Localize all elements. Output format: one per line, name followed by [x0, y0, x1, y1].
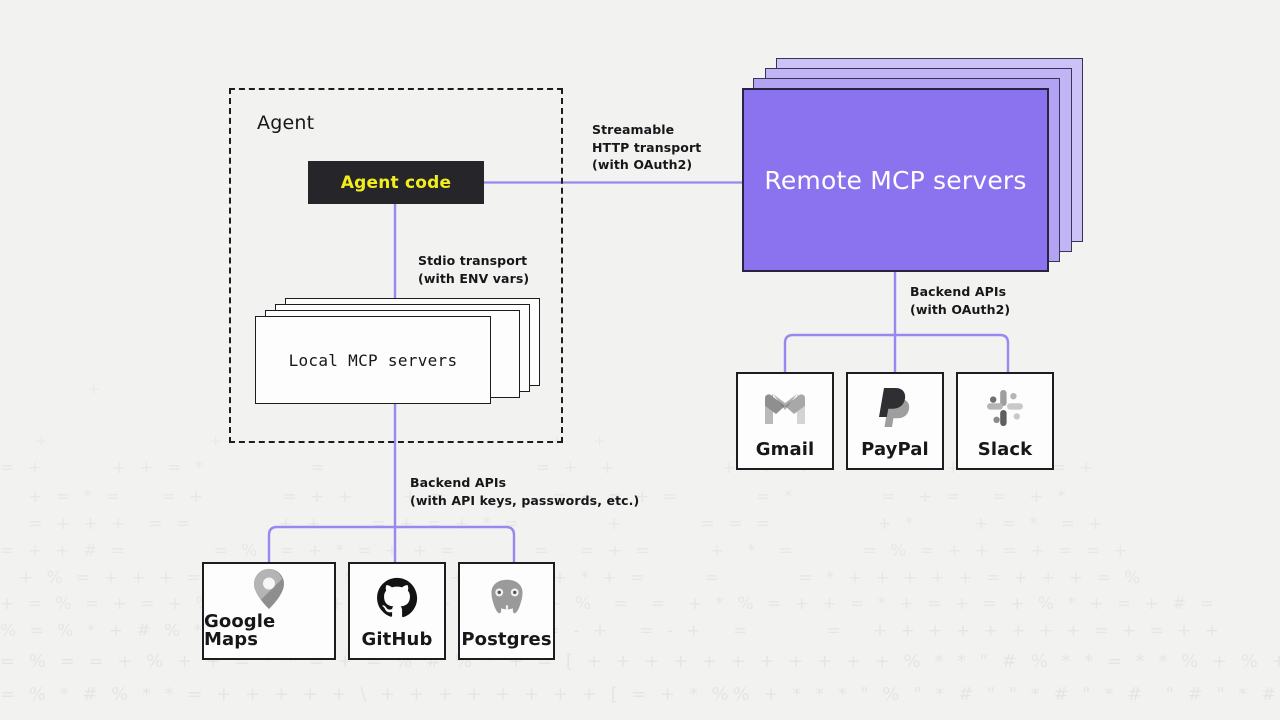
watermark-row: + + + +: [0, 432, 610, 450]
watermark-row: + % = + + + = + = + * = % = + = = + * + …: [0, 568, 1145, 588]
remote-stack-front: Remote MCP servers: [742, 88, 1049, 272]
agent-code-box[interactable]: Agent code: [308, 161, 484, 204]
postgres-elephant-icon: [460, 564, 553, 631]
service-tile-google-maps[interactable]: Google Maps: [202, 562, 336, 660]
watermark-row: = + + + = = + + = + = + * = + = = = + * …: [0, 514, 1107, 534]
service-label-paypal: PayPal: [861, 439, 929, 460]
gmail-envelope-m-icon: [738, 374, 832, 441]
agent-code-label: Agent code: [340, 172, 452, 193]
service-tile-paypal[interactable]: PayPal: [846, 372, 944, 470]
caption-stdio-transport: Stdio transport (with ENV vars): [418, 253, 530, 286]
local-stack-front: Local MCP servers: [255, 316, 491, 404]
watermark-row: + = % = + = + % + + = * + = % * + + = = …: [0, 594, 1219, 614]
local-mcp-servers-stack[interactable]: Local MCP servers: [255, 298, 540, 404]
google-maps-pin-icon: [204, 564, 334, 613]
service-label-google-maps: Google Maps: [204, 611, 276, 650]
service-label-slack: Slack: [977, 439, 1033, 460]
caption-streamable-http: Streamable HTTP transport (with OAuth2): [592, 122, 702, 172]
watermark-row: = + + + = * = = + + + + + + = * = +: [0, 458, 1098, 478]
service-tile-postgres[interactable]: Postgres: [458, 562, 555, 660]
agent-title: Agent: [257, 112, 315, 134]
local-mcp-servers-label: Local MCP servers: [288, 350, 458, 370]
service-tile-slack[interactable]: Slack: [956, 372, 1054, 470]
watermark-row: = % = = + % + + = * * = + = % # % * + = …: [0, 651, 1280, 672]
watermark-row: % = % * + # % * * = + = + * + = = = = = …: [0, 621, 1223, 641]
service-label-gmail: Gmail: [755, 439, 815, 460]
watermark-row: + +: [0, 380, 384, 398]
service-label-postgres: Postgres: [461, 629, 552, 650]
watermark-row: + = * = = + = + + + = = + = + = = * = + …: [0, 487, 1070, 507]
service-tile-github[interactable]: GitHub: [348, 562, 446, 660]
service-label-github: GitHub: [361, 629, 433, 650]
wire-bus-remote-services: [783, 333, 1010, 373]
paypal-p-icon: [848, 374, 942, 441]
service-tile-gmail[interactable]: Gmail: [736, 372, 834, 470]
remote-mcp-servers-label: Remote MCP servers: [764, 165, 1027, 195]
watermark-row: = + + # = = % = + * = + + = = = + = + * …: [0, 541, 1132, 561]
wire-bus-local-services: [267, 525, 516, 563]
caption-backend-apis-local: Backend APIs (with API keys, passwords, …: [410, 475, 640, 508]
slack-hash-icon: [958, 374, 1052, 441]
github-octocat-icon: [350, 564, 444, 631]
watermark-row: = % * # % * * = + + + + + \ + + + + + + …: [0, 684, 1280, 705]
caption-backend-apis-remote: Backend APIs (with OAuth2): [910, 284, 1011, 317]
